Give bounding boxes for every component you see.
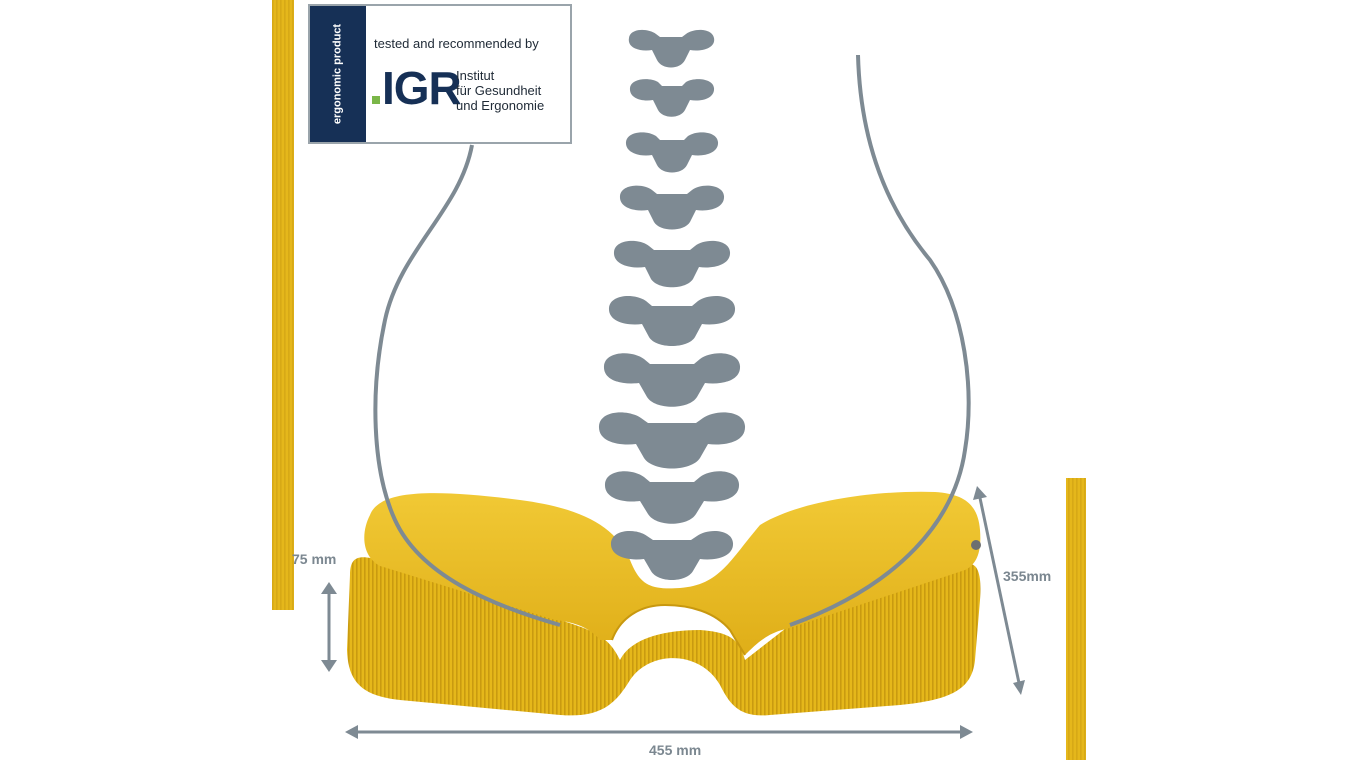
depth-arrow — [973, 486, 1025, 695]
cushion-front — [347, 557, 981, 716]
badge-side-panel: ergonomic product — [310, 6, 366, 142]
igr-logo-text: IGR — [382, 62, 462, 114]
height-dimension-label: 75 mm — [292, 551, 337, 567]
width-arrow — [345, 725, 973, 739]
badge-side-label: ergonomic product — [331, 23, 344, 125]
height-arrow — [321, 582, 337, 672]
institute-line: Institut — [456, 68, 495, 83]
badge-tagline: tested and recommended by — [374, 36, 539, 51]
institute-line: für Gesundheit — [456, 83, 542, 98]
institute-name: Institut für Gesundheit und Ergonomie — [456, 68, 544, 113]
width-dimension-label: 455 mm — [649, 742, 702, 758]
igr-certification-badge: ergonomic product tested and recommended… — [308, 4, 572, 144]
cushion-top — [364, 491, 981, 655]
institute-line: und Ergonomie — [456, 98, 545, 113]
body-outline — [373, 144, 561, 627]
logo-dot-icon — [372, 96, 380, 104]
spine — [598, 29, 746, 580]
depth-dimension-label: 355mm — [1003, 568, 1052, 584]
igr-logo: IGR — [372, 62, 462, 114]
